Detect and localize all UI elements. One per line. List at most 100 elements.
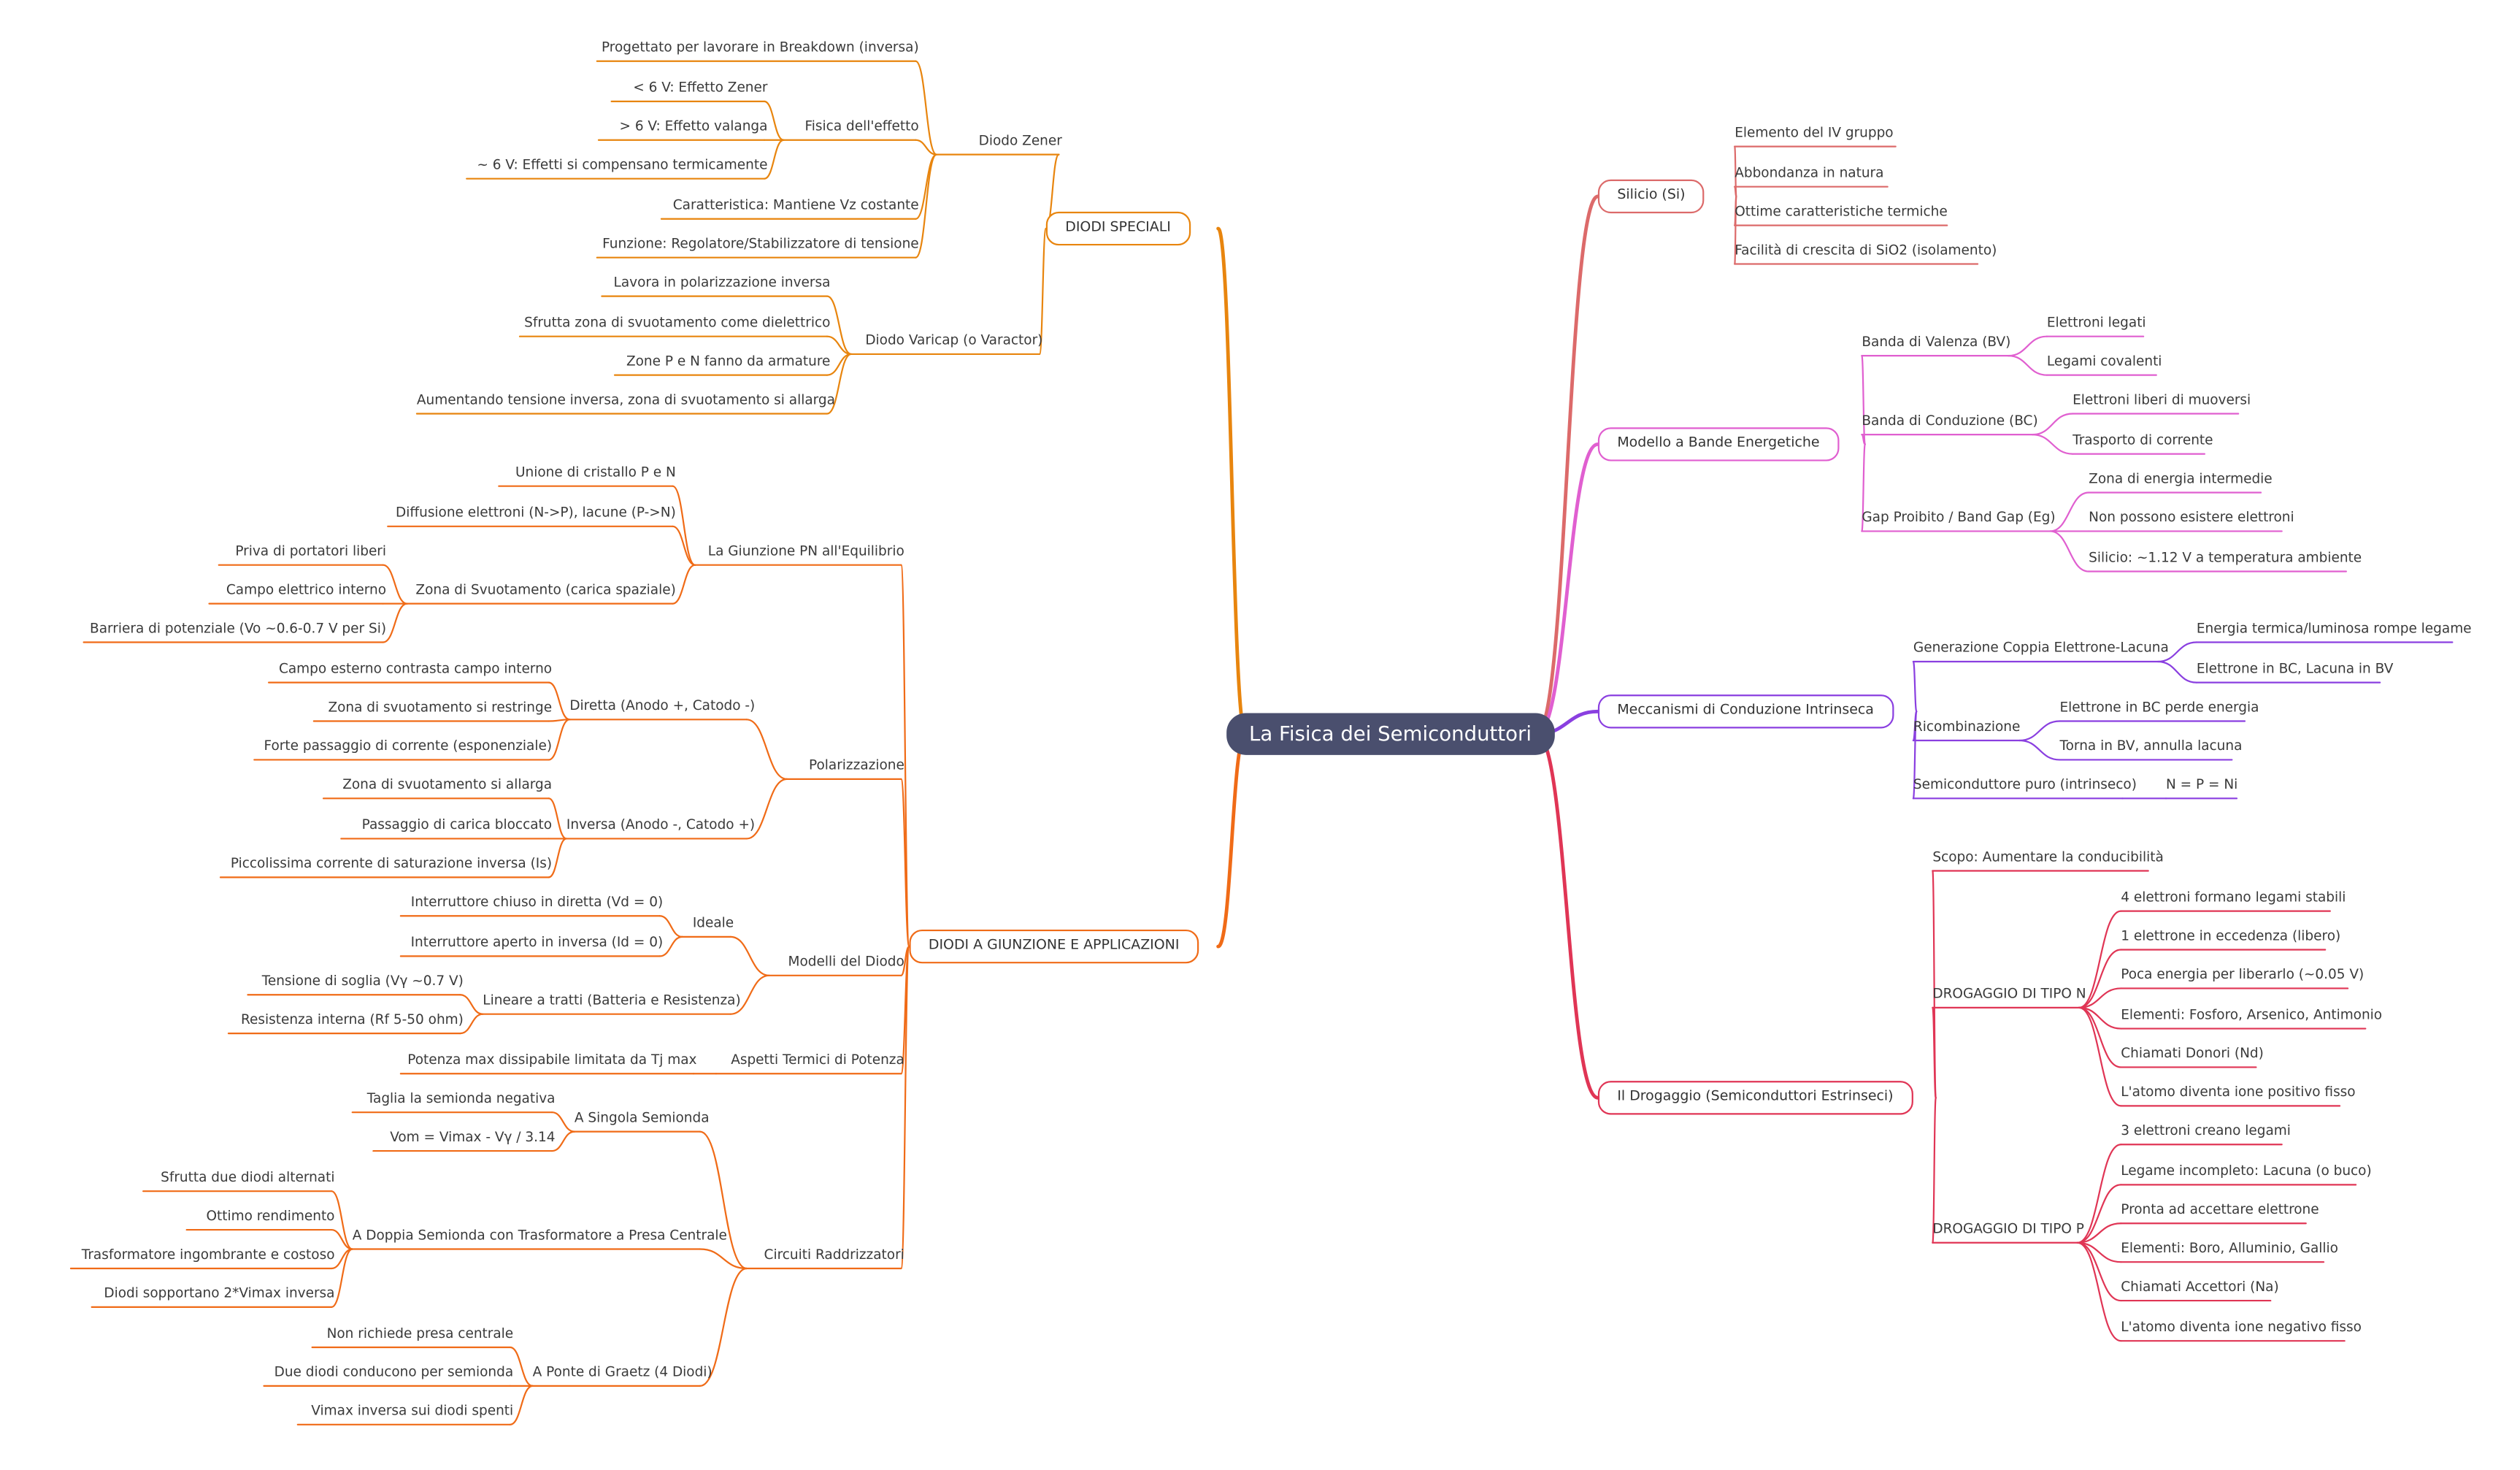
leaf-p-accettare[interactable]: Pronta ad accettare elettrone xyxy=(2121,1201,2319,1217)
leaf-potenza-max[interactable]: Potenza max dissipabile limitata da Tj m… xyxy=(407,1051,697,1068)
leaf-interruttore-aperto[interactable]: Interruttore aperto in inversa (Id = 0) xyxy=(410,933,664,950)
leaf-effetto-zener[interactable]: < 6 V: Effetto Zener xyxy=(633,79,768,96)
leaf-energia-rompe[interactable]: Energia termica/luminosa rompe legame xyxy=(2196,619,2472,636)
node-modello-ideale[interactable]: Ideale xyxy=(692,914,734,931)
node-aspetti-termici[interactable]: Aspetti Termici di Potenza xyxy=(731,1051,904,1068)
node-circuiti-raddrizzatori[interactable]: Circuiti Raddrizzatori xyxy=(764,1246,904,1263)
leaf-vimax-inversa[interactable]: Vimax inversa sui diodi spenti xyxy=(311,1401,514,1418)
node-polarizzazione-diretta[interactable]: Diretta (Anodo +, Catodo -) xyxy=(569,697,756,713)
leaf-legami-covalenti[interactable]: Legami covalenti xyxy=(2046,352,2162,369)
leaf-caratteristiche-termiche[interactable]: Ottime caratteristiche termiche xyxy=(1735,202,1948,219)
leaf-priva-portatori[interactable]: Priva di portatori liberi xyxy=(235,542,387,559)
leaf-tensione-soglia[interactable]: Tensione di soglia (Vγ ~0.7 V) xyxy=(261,972,464,989)
leaf-diodi-sopportano-link xyxy=(330,1248,353,1308)
leaf-p-lacuna[interactable]: Legame incompleto: Lacuna (o buco) xyxy=(2121,1162,2372,1179)
leaf-n-donori[interactable]: Chiamati Donori (Nd) xyxy=(2121,1044,2264,1061)
node-drogaggio-n[interactable]: DROGAGGIO DI TIPO N xyxy=(1932,985,2086,1002)
leaf-zener-breakdown[interactable]: Progettato per lavorare in Breakdown (in… xyxy=(601,38,919,55)
node-banda-valenza[interactable]: Banda di Valenza (BV) xyxy=(1862,333,2011,350)
leaf-abbondanza[interactable]: Abbondanza in natura xyxy=(1735,164,1884,180)
leaf-effetti-compensano[interactable]: ~ 6 V: Effetti si compensano termicament… xyxy=(477,156,768,172)
branch-drogaggio[interactable]: Il Drogaggio (Semiconduttori Estrinseci) xyxy=(1597,1081,1913,1115)
leaf-zona-allarga[interactable]: Zona di svuotamento si allarga xyxy=(342,776,553,792)
leaf-p-ione-negativo[interactable]: L'atomo diventa ione negativo fisso xyxy=(2121,1318,2362,1335)
leaf-zona-restringe[interactable]: Zona di svuotamento si restringe xyxy=(328,698,553,715)
node-ricombinazione[interactable]: Ricombinazione xyxy=(1913,718,2021,735)
leaf-n-elementi[interactable]: Elementi: Fosforo, Arsenico, Antimonio xyxy=(2121,1006,2383,1022)
node-banda-conduzione[interactable]: Banda di Conduzione (BC) xyxy=(1862,412,2038,429)
node-aspetti-termici-link xyxy=(900,946,910,1075)
leaf-scopo-conducibilita[interactable]: Scopo: Aumentare la conducibilità xyxy=(1932,848,2164,865)
leaf-taglia-semionda[interactable]: Taglia la semionda negativa xyxy=(366,1090,556,1106)
node-ponte-graetz[interactable]: A Ponte di Graetz (4 Diodi) xyxy=(532,1363,712,1380)
leaf-campo-contrasta[interactable]: Campo esterno contrasta campo interno xyxy=(278,659,553,676)
leaf-forte-passaggio[interactable]: Forte passaggio di corrente (esponenzial… xyxy=(264,737,553,754)
leaf-varicap-dielettrico[interactable]: Sfrutta zona di svuotamento come dielett… xyxy=(524,313,831,330)
leaf-trasporto-corrente[interactable]: Trasporto di corrente xyxy=(2073,431,2213,448)
branch-silicio[interactable]: Silicio (Si) xyxy=(1597,179,1705,214)
leaf-p-accettori[interactable]: Chiamati Accettori (Na) xyxy=(2121,1278,2279,1295)
node-polarizzazione-inversa[interactable]: Inversa (Anodo -, Catodo +) xyxy=(566,816,756,832)
leaf-n-poca-energia[interactable]: Poca energia per liberarlo (~0.05 V) xyxy=(2121,965,2365,982)
node-generazione-coppia[interactable]: Generazione Coppia Elettrone-Lacuna xyxy=(1913,639,2169,656)
leaf-barriera-potenziale[interactable]: Barriera di potenziale (Vo ~0.6-0.7 V pe… xyxy=(90,619,387,636)
node-zona-svuotamento[interactable]: Zona di Svuotamento (carica spaziale) xyxy=(415,581,676,597)
leaf-torna-bv-link xyxy=(2018,739,2061,761)
leaf-trasformatore-ingombrante[interactable]: Trasformatore ingombrante e costoso xyxy=(81,1246,335,1263)
leaf-perde-energia[interactable]: Elettrone in BC perde energia xyxy=(2059,698,2259,715)
leaf-campo-interno[interactable]: Campo elettrico interno xyxy=(226,581,387,597)
leaf-diffusione[interactable]: Diffusione elettroni (N->P), lacune (P->… xyxy=(396,503,676,520)
branch-diodi-speciali[interactable]: DIODI SPECIALI xyxy=(1045,211,1191,246)
leaf-presa-centrale[interactable]: Non richiede presa centrale xyxy=(326,1325,514,1341)
root-topic[interactable]: La Fisica dei Semiconduttori xyxy=(1226,713,1554,755)
leaf-zener-breakdown-link xyxy=(915,60,938,156)
leaf-n-p-ni[interactable]: N = P = Ni xyxy=(2165,776,2238,792)
leaf-torna-bv[interactable]: Torna in BV, annulla lacuna xyxy=(2059,737,2243,754)
branch-conduzione-intrinseca[interactable]: Meccanismi di Conduzione Intrinseca xyxy=(1597,694,1894,729)
leaf-interruttore-chiuso[interactable]: Interruttore chiuso in diretta (Vd = 0) xyxy=(410,893,664,910)
node-drogaggio-p[interactable]: DROGAGGIO DI TIPO P xyxy=(1932,1220,2084,1236)
leaf-carica-bloccato[interactable]: Passaggio di carica bloccato xyxy=(361,816,553,832)
leaf-elettroni-legati[interactable]: Elettroni legati xyxy=(2046,313,2146,330)
node-polarizzazione[interactable]: Polarizzazione xyxy=(809,757,904,773)
node-fisica-effetto[interactable]: Fisica dell'effetto xyxy=(804,117,919,134)
leaf-varicap-allarga[interactable]: Aumentando tensione inversa, zona di svu… xyxy=(416,391,835,407)
leaf-n-eccedenza[interactable]: 1 elettrone in eccedenza (libero) xyxy=(2121,927,2341,943)
leaf-iv-gruppo[interactable]: Elemento del IV gruppo xyxy=(1735,123,1894,140)
leaf-zener-funzione[interactable]: Funzione: Regolatore/Stabilizzatore di t… xyxy=(602,234,919,251)
leaf-effetto-valanga[interactable]: > 6 V: Effetto valanga xyxy=(619,117,768,134)
node-giunzione-equilibrio[interactable]: La Giunzione PN all'Equilibrio xyxy=(707,542,904,559)
node-doppia-semionda[interactable]: A Doppia Semionda con Trasformatore a Pr… xyxy=(352,1226,727,1243)
leaf-crescita-sio2[interactable]: Facilità di crescita di SiO2 (isolamento… xyxy=(1735,241,1997,258)
leaf-non-esistere[interactable]: Non possono esistere elettroni xyxy=(2089,508,2294,525)
leaf-elettroni-liberi[interactable]: Elettroni liberi di muoversi xyxy=(2073,391,2251,407)
leaf-varicap-armature[interactable]: Zone P e N fanno da armature xyxy=(626,352,831,369)
leaf-silicio-gap[interactable]: Silicio: ~1.12 V a temperatura ambiente xyxy=(2089,548,2362,565)
leaf-zener-caratteristica[interactable]: Caratteristica: Mantiene Vz costante xyxy=(672,196,919,213)
leaf-barriera-potenziale-link xyxy=(382,602,408,643)
leaf-saturazione-inversa[interactable]: Piccolissima corrente di saturazione inv… xyxy=(230,854,553,871)
leaf-unione-cristallo[interactable]: Unione di cristallo P e N xyxy=(515,463,676,480)
leaf-due-diodi[interactable]: Sfrutta due diodi alternati xyxy=(161,1168,335,1185)
leaf-n-ione-positivo[interactable]: L'atomo diventa ione positivo fisso xyxy=(2121,1083,2356,1100)
leaf-energia-intermedie[interactable]: Zona di energia intermedie xyxy=(2089,470,2273,486)
node-singola-semionda[interactable]: A Singola Semionda xyxy=(574,1109,710,1125)
branch-diodi-giunzione[interactable]: DIODI A GIUNZIONE E APPLICAZIONI xyxy=(909,929,1199,964)
node-modelli-diodo[interactable]: Modelli del Diodo xyxy=(788,952,904,969)
node-diodo-varicap[interactable]: Diodo Varicap (o Varactor) xyxy=(865,332,1043,348)
node-gap-proibito[interactable]: Gap Proibito / Band Gap (Eg) xyxy=(1862,508,2056,525)
leaf-ottimo-rendimento[interactable]: Ottimo rendimento xyxy=(206,1207,335,1224)
leaf-varicap-inversa[interactable]: Lavora in polarizzazione inversa xyxy=(613,273,831,290)
leaf-formula-vom[interactable]: Vom = Vimax - Vγ / 3.14 xyxy=(390,1128,556,1145)
leaf-p-elementi[interactable]: Elementi: Boro, Alluminio, Gallio xyxy=(2121,1239,2338,1256)
leaf-resistenza-interna[interactable]: Resistenza interna (Rf 5-50 ohm) xyxy=(241,1011,464,1027)
leaf-due-diodi-conducono[interactable]: Due diodi conducono per semionda xyxy=(274,1363,514,1380)
leaf-p-tre-elettroni[interactable]: 3 elettroni creano legami xyxy=(2121,1122,2291,1138)
leaf-elettrone-lacuna[interactable]: Elettrone in BC, Lacuna in BV xyxy=(2196,659,2394,676)
branch-modello-bande[interactable]: Modello a Bande Energetiche xyxy=(1597,427,1839,462)
leaf-n-legami-stabili[interactable]: 4 elettroni formano legami stabili xyxy=(2121,888,2346,905)
node-modello-lineare[interactable]: Lineare a tratti (Batteria e Resistenza) xyxy=(483,991,741,1008)
node-semiconduttore-puro[interactable]: Semiconduttore puro (intrinseco) xyxy=(1913,776,2137,792)
leaf-diodi-sopportano[interactable]: Diodi sopportano 2*Vimax inversa xyxy=(104,1285,335,1301)
node-diodo-zener[interactable]: Diodo Zener xyxy=(978,131,1062,148)
